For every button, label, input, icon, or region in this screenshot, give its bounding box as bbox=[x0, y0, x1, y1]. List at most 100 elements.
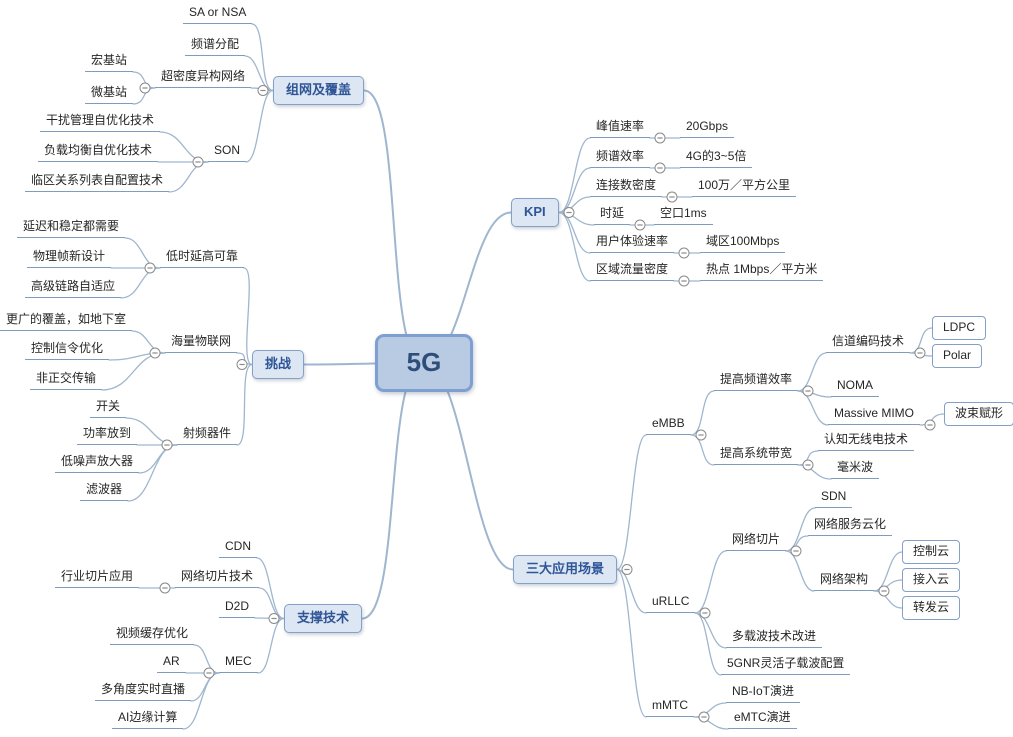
mindmap-node-linqu[interactable]: 临区关系列表自配置技术 bbox=[25, 171, 170, 192]
mindmap-node-shepin[interactable]: 射频器件 bbox=[177, 424, 238, 445]
collapse-icon[interactable] bbox=[802, 459, 814, 471]
mindmap-node-noma[interactable]: NOMA bbox=[831, 376, 879, 397]
collapse-icon[interactable] bbox=[144, 262, 156, 274]
collapse-icon[interactable] bbox=[621, 564, 633, 575]
mindmap-node-ai-bianyuan[interactable]: AI边缘计算 bbox=[112, 708, 184, 729]
mindmap-node-yanchi[interactable]: 延迟和稳定都需要 bbox=[17, 217, 126, 238]
mindmap-node-tiaozhan[interactable]: 挑战 bbox=[252, 350, 305, 379]
mindmap-node-urllc[interactable]: uRLLC bbox=[646, 592, 696, 613]
collapse-icon[interactable] bbox=[563, 207, 575, 218]
collapse-icon[interactable] bbox=[257, 85, 269, 96]
mindmap-node-kpi[interactable]: KPI bbox=[511, 198, 559, 227]
mindmap-node-quyu[interactable]: 区域流量密度 bbox=[590, 260, 675, 281]
collapse-icon[interactable] bbox=[149, 347, 161, 359]
mindmap-node-tigaopinpu[interactable]: 提高频谱效率 bbox=[714, 370, 799, 391]
mindmap-node-wangfuwu[interactable]: 网络服务云化 bbox=[808, 515, 893, 536]
mindmap-node-son[interactable]: SON bbox=[208, 141, 247, 162]
collapse-icon[interactable] bbox=[139, 82, 151, 94]
mindmap-node-emtc[interactable]: eMTC演进 bbox=[728, 708, 797, 729]
mindmap-node-tigaoxitong[interactable]: 提高系统带宽 bbox=[714, 444, 799, 465]
mindmap-node-ganrao[interactable]: 干扰管理自优化技术 bbox=[40, 111, 161, 132]
mindmap-node-v100m[interactable]: 域区100Mbps bbox=[700, 232, 786, 253]
mindmap-node-dishiyan[interactable]: 低时延高可靠 bbox=[160, 247, 245, 268]
mindmap-node-wangqiepian[interactable]: 网络切片 bbox=[726, 530, 787, 551]
mindmap-node-feizhengjiao[interactable]: 非正交传输 bbox=[30, 369, 103, 390]
mindmap-node-vkongkou[interactable]: 空口1ms bbox=[654, 204, 713, 225]
mindmap-node-v20g[interactable]: 20Gbps bbox=[680, 117, 735, 138]
mindmap-node-vredian[interactable]: 热点 1Mbps／平方米 bbox=[700, 260, 824, 281]
mindmap-node-zwjfg[interactable]: 组网及覆盖 bbox=[273, 76, 365, 105]
collapse-icon[interactable] bbox=[699, 607, 711, 619]
collapse-icon[interactable] bbox=[159, 582, 171, 594]
collapse-icon[interactable] bbox=[695, 429, 707, 441]
mindmap-node-jieruyun[interactable]: 接入云 bbox=[902, 568, 961, 592]
collapse-icon[interactable] bbox=[666, 191, 678, 203]
collapse-icon[interactable] bbox=[268, 613, 280, 624]
collapse-icon[interactable] bbox=[924, 419, 936, 431]
mindmap-node-gengguang[interactable]: 更广的覆盖，如地下室 bbox=[0, 310, 133, 331]
collapse-icon[interactable] bbox=[802, 385, 814, 397]
mindmap-node-cdn[interactable]: CDN bbox=[219, 537, 257, 558]
mindmap-node-5g[interactable]: 5G bbox=[375, 334, 473, 392]
mindmap-node-shipin[interactable]: 视频缓存优化 bbox=[110, 624, 195, 645]
mindmap-node-wangjiagou[interactable]: 网络架构 bbox=[814, 570, 875, 591]
mindmap-node-xindao[interactable]: 信道编码技术 bbox=[826, 332, 911, 353]
collapse-icon[interactable] bbox=[698, 711, 710, 723]
mindmap-node-mimo[interactable]: Massive MIMO bbox=[828, 404, 921, 425]
collapse-icon[interactable] bbox=[634, 219, 646, 231]
mindmap-node-haomibo[interactable]: 毫米波 bbox=[831, 458, 880, 479]
mindmap-node-wangqiejishu[interactable]: 网络切片技术 bbox=[175, 567, 260, 588]
mindmap-node-hailiang[interactable]: 海量物联网 bbox=[165, 332, 238, 353]
mindmap-node-shiyan[interactable]: 时延 bbox=[594, 204, 631, 225]
mindmap-node-ldpc[interactable]: LDPC bbox=[932, 316, 987, 340]
mindmap-node-d2d[interactable]: D2D bbox=[219, 597, 256, 618]
mindmap-node-kongzhixin[interactable]: 控制信令优化 bbox=[25, 339, 110, 360]
mindmap-node-zhicheng[interactable]: 支撑技术 bbox=[284, 604, 363, 633]
mindmap-node-pinpu-xiaolv[interactable]: 频谱效率 bbox=[590, 147, 651, 168]
collapse-icon[interactable] bbox=[654, 162, 666, 174]
mindmap-node-zhuanfayun[interactable]: 转发云 bbox=[902, 596, 961, 620]
mindmap-node-duojiaodu[interactable]: 多角度实时直播 bbox=[95, 680, 192, 701]
mindmap-node-sdn[interactable]: SDN bbox=[815, 487, 853, 508]
mindmap-node-sanda[interactable]: 三大应用场景 bbox=[513, 555, 618, 584]
mindmap-node-wulizhen[interactable]: 物理帧新设计 bbox=[27, 247, 112, 268]
collapse-icon[interactable] bbox=[790, 545, 802, 557]
mindmap-node-v4g[interactable]: 4G的3~5倍 bbox=[680, 147, 753, 168]
mindmap-node-embb[interactable]: eMBB bbox=[646, 414, 691, 435]
mindmap-node-duozaibo[interactable]: 多载波技术改进 bbox=[726, 627, 823, 648]
mindmap-node-lianjieshu[interactable]: 连接数密度 bbox=[590, 176, 663, 197]
mindmap-node-lvboqi[interactable]: 滤波器 bbox=[80, 480, 129, 501]
collapse-icon[interactable] bbox=[678, 247, 690, 259]
mindmap-node-fengzhi[interactable]: 峰值速率 bbox=[590, 117, 651, 138]
mindmap-node-chaomidu[interactable]: 超密度异构网络 bbox=[155, 67, 252, 88]
mindmap-node-sa-nsa[interactable]: SA or NSA bbox=[183, 3, 253, 24]
mindmap-node-kongzhiyun[interactable]: 控制云 bbox=[902, 540, 961, 564]
mindmap-node-gaoji[interactable]: 高级链路自适应 bbox=[25, 277, 122, 298]
mindmap-node-hongjizhan[interactable]: 宏基站 bbox=[85, 51, 134, 72]
collapse-icon[interactable] bbox=[192, 156, 204, 168]
mindmap-node-mmtc[interactable]: mMTC bbox=[646, 696, 694, 717]
collapse-icon[interactable] bbox=[203, 667, 215, 679]
mindmap-node-kaiguan[interactable]: 开关 bbox=[90, 397, 127, 418]
mindmap-node-gnr[interactable]: 5GNR灵活子载波配置 bbox=[721, 654, 851, 675]
mindmap-node-pinpu-fenpei[interactable]: 频谱分配 bbox=[185, 35, 246, 56]
collapse-icon[interactable] bbox=[878, 585, 890, 597]
mindmap-node-bosu[interactable]: 波束赋形 bbox=[944, 402, 1013, 426]
mindmap-node-polar[interactable]: Polar bbox=[932, 344, 983, 368]
mindmap-node-dizaosheng[interactable]: 低噪声放大器 bbox=[55, 452, 140, 473]
mindmap-node-fuzai[interactable]: 负载均衡自优化技术 bbox=[38, 141, 159, 162]
mindmap-node-gonglv[interactable]: 功率放到 bbox=[77, 424, 138, 445]
collapse-icon[interactable] bbox=[161, 439, 173, 451]
collapse-icon[interactable] bbox=[678, 275, 690, 287]
mindmap-node-v100w[interactable]: 100万／平方公里 bbox=[692, 176, 797, 197]
mindmap-node-nbiot[interactable]: NB-IoT演进 bbox=[726, 682, 801, 703]
collapse-icon[interactable] bbox=[654, 132, 666, 144]
collapse-icon[interactable] bbox=[236, 359, 248, 370]
mindmap-node-ar[interactable]: AR bbox=[157, 652, 186, 673]
mindmap-node-mec[interactable]: MEC bbox=[219, 652, 258, 673]
mindmap-node-hangye[interactable]: 行业切片应用 bbox=[55, 567, 140, 588]
mindmap-node-weijizhan[interactable]: 微基站 bbox=[85, 83, 134, 104]
mindmap-node-yonghu[interactable]: 用户体验速率 bbox=[590, 232, 675, 253]
collapse-icon[interactable] bbox=[914, 347, 926, 359]
mindmap-node-renzhi[interactable]: 认知无线电技术 bbox=[818, 430, 915, 451]
